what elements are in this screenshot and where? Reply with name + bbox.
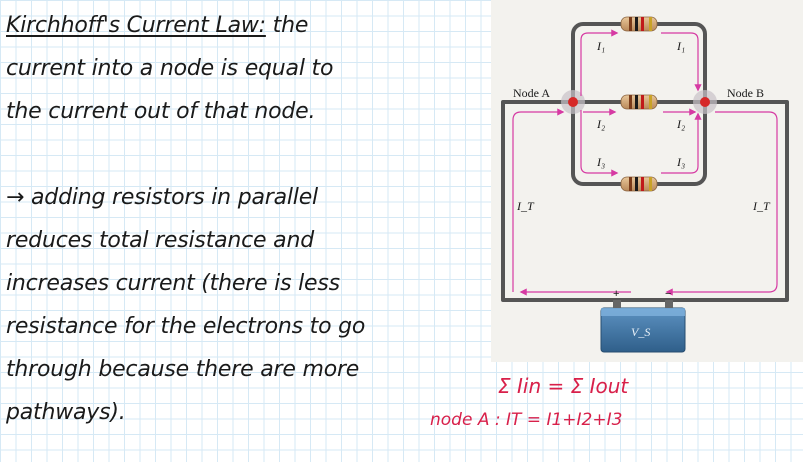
- it-right-label: I_T: [752, 199, 771, 213]
- battery-plus: +: [613, 288, 619, 300]
- battery-label: V_S: [631, 325, 650, 339]
- i2-left-label: I₂: [596, 117, 605, 131]
- resistor-3: [620, 176, 658, 192]
- outer-wire: [501, 100, 789, 302]
- i3-right-label: I₃: [676, 155, 685, 169]
- note-line-3: the current out of that node.: [6, 99, 316, 124]
- it-left-label: I_T: [516, 199, 535, 213]
- note-line-7: increases current (there is less: [6, 271, 340, 296]
- node-a-label: Node A: [513, 86, 550, 100]
- resistor-2: [620, 94, 658, 110]
- battery-minus: −: [665, 288, 671, 300]
- handwritten-equation-1: Σ Iin = Σ Iout: [498, 374, 629, 398]
- note-line-6: reduces total resistance and: [6, 228, 314, 253]
- parallel-circuit-figure: Node A Node B I₁ I₁ I₂ I₂ I₃ I₃ I_T I_T …: [491, 0, 803, 362]
- note-line-2: current into a node is equal to: [6, 56, 334, 81]
- notes-text: Kirchhoff's Current Law: the current int…: [6, 4, 476, 434]
- current-arrows: [512, 29, 778, 296]
- i3-left-label: I₃: [596, 155, 605, 169]
- i2-right-label: I₂: [676, 117, 685, 131]
- node-b-label: Node B: [727, 86, 764, 100]
- battery: + − V_S: [600, 288, 686, 353]
- note-line-10: pathways).: [6, 400, 126, 425]
- node-b-dot: [700, 97, 710, 107]
- law-title: Kirchhoff's Current Law:: [6, 13, 266, 38]
- i1-left-label: I₁: [596, 39, 605, 53]
- note-line-5: → adding resistors in parallel: [6, 185, 318, 210]
- resistor-1: [620, 16, 658, 32]
- circuit-diagram: Node A Node B I₁ I₁ I₂ I₂ I₃ I₃ I_T I_T …: [501, 16, 789, 353]
- handwritten-equation-2: node A : IT = I1+I2+I3: [430, 410, 623, 430]
- note-line-9: through because there are more: [6, 357, 360, 382]
- node-a-dot: [568, 97, 578, 107]
- note-line-8: resistance for the electrons to go: [6, 314, 366, 339]
- i1-right-label: I₁: [676, 39, 685, 53]
- note-line-1: Kirchhoff's Current Law: the: [6, 13, 309, 38]
